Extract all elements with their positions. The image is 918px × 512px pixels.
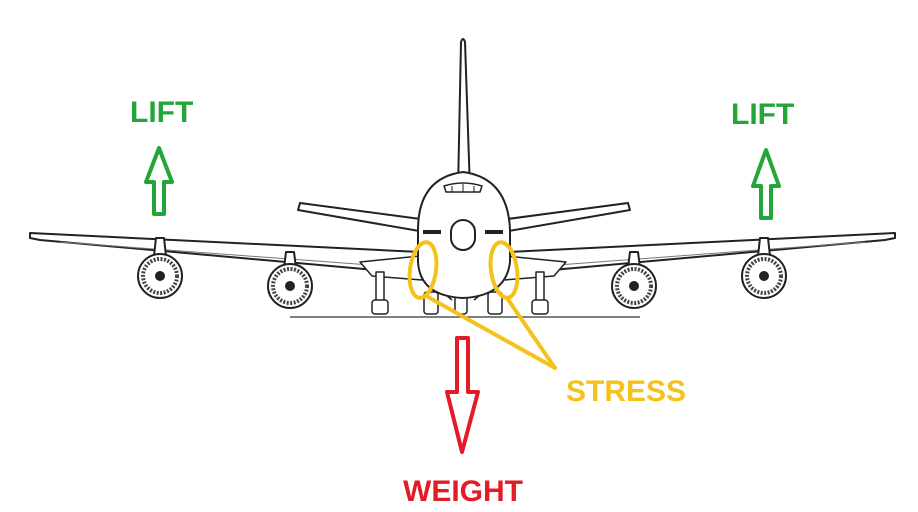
stress-ring-left [407, 240, 439, 300]
weight-label: WEIGHT [403, 475, 523, 508]
nose-radome [450, 219, 476, 251]
lift-arrow-right-icon [751, 148, 781, 220]
right-wing [507, 232, 896, 275]
lift-arrow-left-icon [144, 146, 174, 216]
engine-inner-left [267, 251, 313, 309]
left-horizontal-stabilizer [297, 202, 429, 233]
stress-label: STRESS [566, 375, 686, 408]
engine-outer-right [741, 237, 787, 299]
stress-indicators [407, 240, 557, 370]
vertical-stabilizer [457, 38, 471, 191]
weight-arrow-icon [445, 336, 480, 454]
lift-label-left: LIFT [130, 96, 193, 129]
stress-pointer-right [505, 296, 557, 370]
lift-label-right: LIFT [731, 98, 794, 131]
right-horizontal-stabilizer [499, 202, 631, 233]
left-wing-detail [59, 241, 411, 269]
right-wing-detail [517, 241, 866, 269]
landing-gear [371, 271, 549, 315]
stress-pointer-left [426, 295, 557, 370]
left-wing [29, 232, 421, 275]
engine-inner-right [611, 251, 657, 309]
aircraft-front-view [29, 38, 896, 318]
engine-outer-left [137, 237, 183, 299]
